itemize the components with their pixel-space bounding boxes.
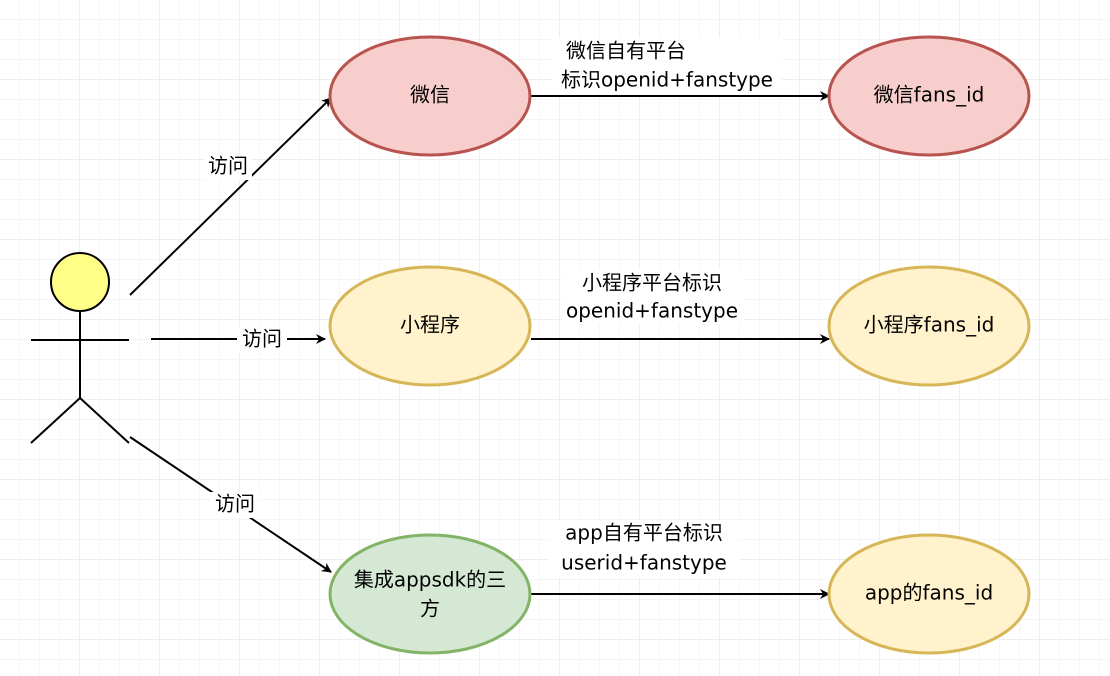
edge-wechat-to-fans-label-line1: 微信自有平台 <box>566 39 686 63</box>
actor-right-leg <box>79 397 130 444</box>
edge-actor-to-miniprogram-label-bg <box>237 327 287 353</box>
node-wechat-label: 微信 <box>410 83 450 107</box>
actor[interactable] <box>30 252 130 444</box>
node-third-party[interactable]: 集成appsdk的三 方 <box>328 533 532 655</box>
node-wechat-fans-label: 微信fans_id <box>874 83 985 107</box>
node-miniprogram-fans-label: 小程序fans_id <box>864 313 995 337</box>
edge-miniprogram-to-fans-label-line1: 小程序平台标识 <box>582 271 722 295</box>
edge-wechat-to-fans-label-bg <box>552 38 782 94</box>
node-wechat-fans-shape <box>827 35 1031 157</box>
edge-wechat-to-fans[interactable]: 微信自有平台 标识openid+fanstype <box>531 38 830 101</box>
edge-actor-to-third-party-label: 访问 <box>215 492 255 516</box>
edge-actor-to-wechat-line <box>129 97 332 296</box>
node-miniprogram-label: 小程序 <box>400 313 460 337</box>
node-app-fans-shape <box>827 533 1031 655</box>
edge-actor-to-wechat[interactable]: 访问 <box>129 97 332 296</box>
edge-actor-to-third-party-label-bg <box>210 492 260 518</box>
edge-third-party-to-fans-label-line2: userid+fanstype <box>561 551 727 575</box>
edge-third-party-to-fans-label-line1: app自有平台标识 <box>565 521 723 545</box>
actor-left-leg <box>30 397 81 444</box>
edge-actor-to-wechat-label: 访问 <box>208 154 248 178</box>
edge-actor-to-wechat-label-bg <box>204 154 252 180</box>
node-wechat-shape <box>328 35 532 157</box>
edge-actor-to-miniprogram[interactable]: 访问 <box>151 327 326 354</box>
edge-actor-to-miniprogram-label: 访问 <box>242 327 282 351</box>
node-miniprogram[interactable]: 小程序 <box>328 265 532 387</box>
actor-head <box>50 252 110 312</box>
node-third-party-label-line1: 集成appsdk的三 <box>354 568 506 592</box>
edge-third-party-to-fans[interactable]: app自有平台标识 userid+fanstype <box>531 520 830 599</box>
edge-actor-to-third-party[interactable]: 访问 <box>129 436 332 573</box>
edge-third-party-to-fans-label-bg <box>548 520 740 578</box>
edge-miniprogram-to-fans[interactable]: 小程序平台标识 openid+fanstype <box>531 269 830 344</box>
edge-miniprogram-to-fans-label-line2: openid+fanstype <box>566 299 738 323</box>
node-miniprogram-fans[interactable]: 小程序fans_id <box>827 265 1031 387</box>
node-wechat[interactable]: 微信 <box>328 35 532 157</box>
node-miniprogram-fans-shape <box>827 265 1031 387</box>
node-app-fans-label: app的fans_id <box>865 581 993 605</box>
node-miniprogram-shape <box>328 265 532 387</box>
node-app-fans[interactable]: app的fans_id <box>827 533 1031 655</box>
node-third-party-shape <box>328 533 532 655</box>
edge-miniprogram-to-fans-label-bg <box>562 269 744 325</box>
node-third-party-label-line2: 方 <box>420 597 440 621</box>
edge-wechat-to-fans-label-line2: 标识openid+fanstype <box>561 68 773 92</box>
node-wechat-fans[interactable]: 微信fans_id <box>827 35 1031 157</box>
